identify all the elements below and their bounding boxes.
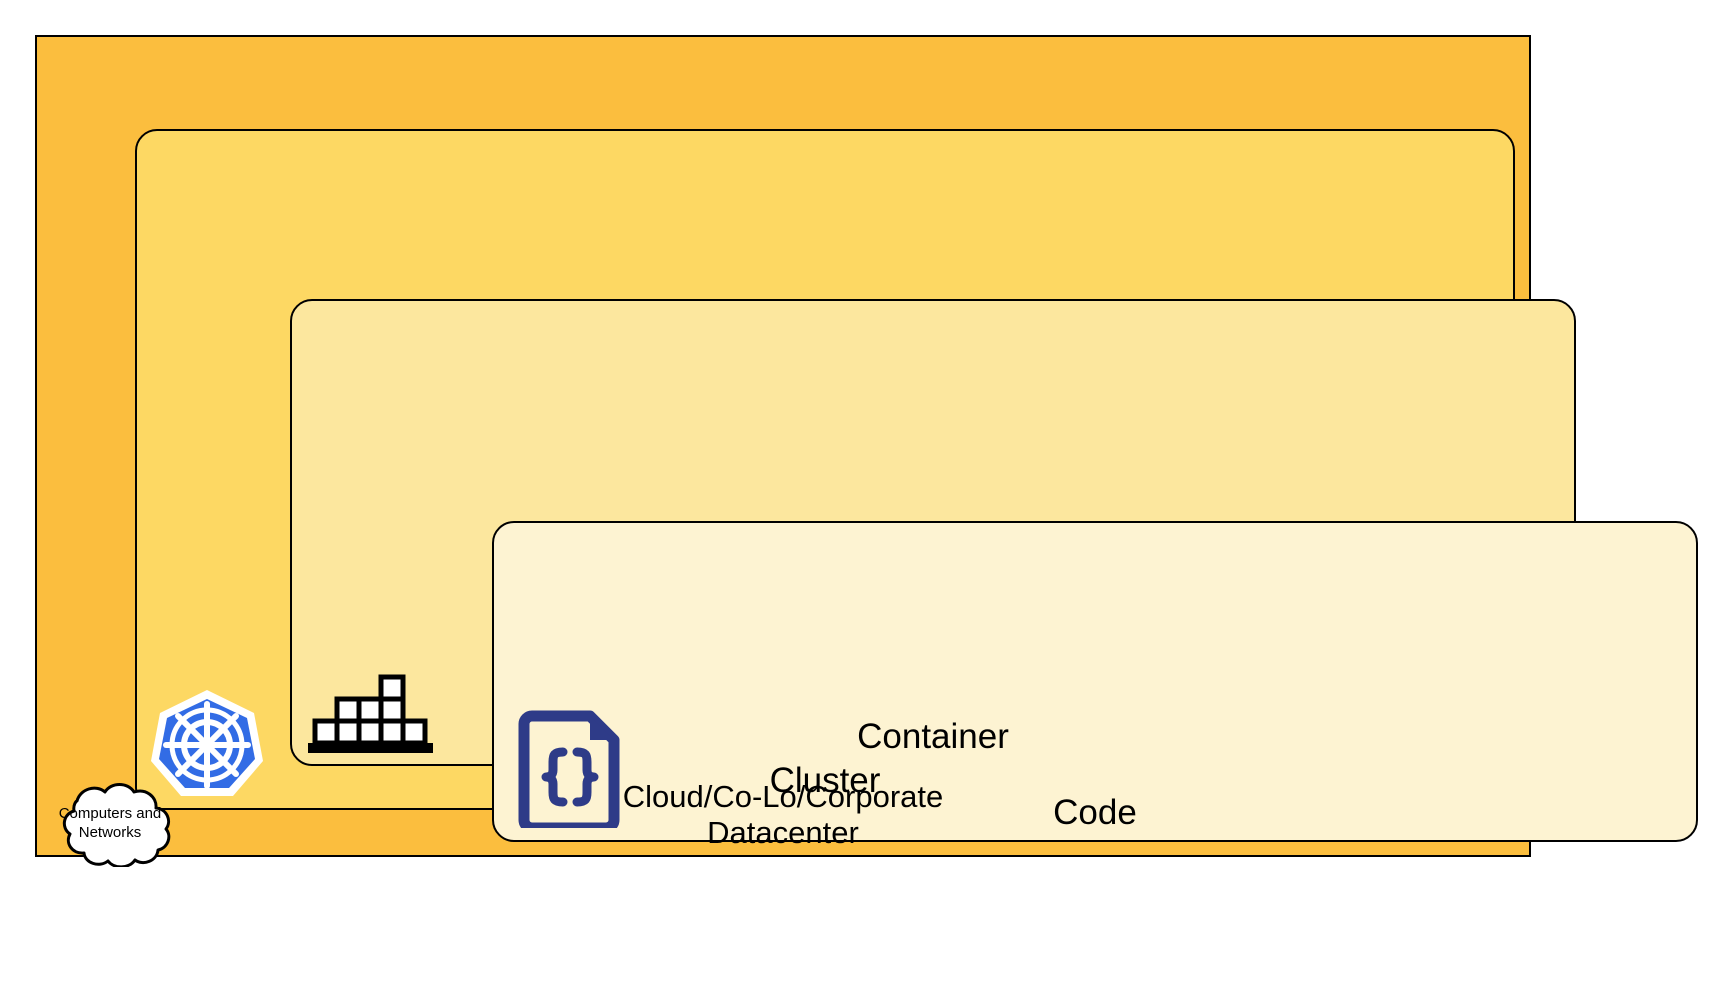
container-bricks-icon (308, 674, 433, 756)
kubernetes-icon (151, 688, 263, 798)
code-file-icon (518, 708, 620, 834)
cloud-shape-icon (62, 783, 171, 867)
layer-datacenter[interactable]: Code (35, 35, 1698, 857)
layer-code[interactable]: Code (492, 521, 1698, 842)
layer-container[interactable]: Code (290, 299, 1698, 842)
cloud-callout-computers-and-networks[interactable]: Computers and Networks (35, 779, 185, 867)
layer-label-code: Code (1053, 793, 1137, 833)
layer-cluster[interactable]: Code (135, 129, 1698, 842)
